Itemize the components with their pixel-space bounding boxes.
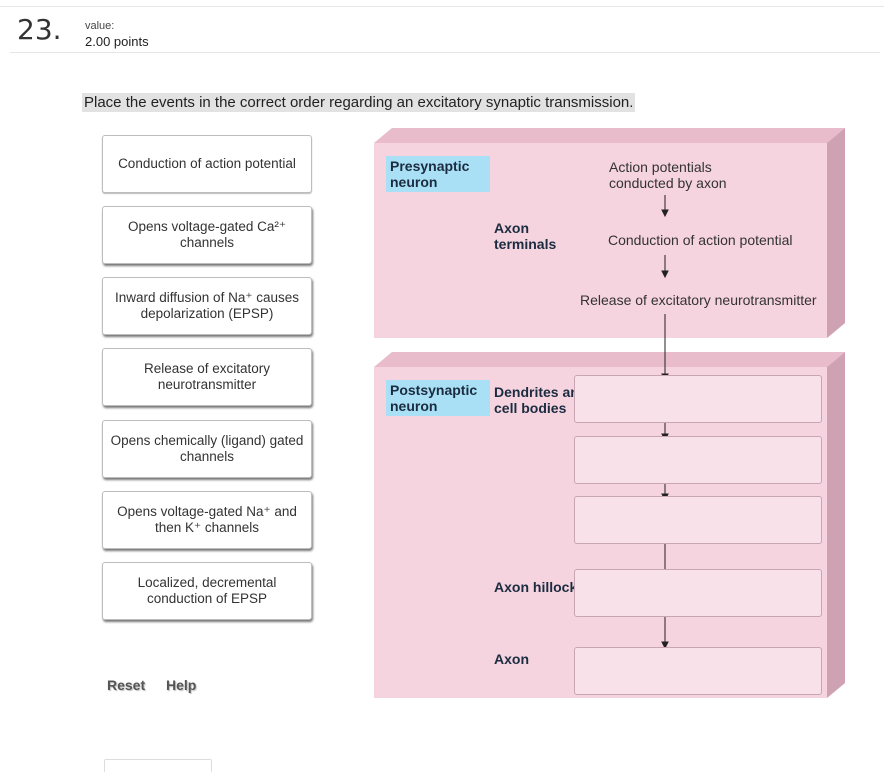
- step-release: Release of excitatory neurotransmitter: [580, 292, 817, 308]
- postsynaptic-label: Postsynaptic neuron: [386, 380, 490, 416]
- value-label: value:: [85, 20, 115, 32]
- step-conduction: Conduction of action potential: [608, 232, 793, 248]
- question-number: 23.: [17, 13, 62, 46]
- axon-hillock-label: Axon hillock: [494, 579, 578, 595]
- axon-label: Axon: [494, 651, 529, 667]
- answer-card-ligand-gated[interactable]: Opens chemically (ligand) gated channels: [102, 420, 312, 478]
- value-points: 2.00 points: [85, 34, 149, 49]
- help-button[interactable]: Help: [166, 677, 197, 693]
- dendrites-label: Dendrites and cell bodies: [494, 384, 588, 416]
- presynaptic-label: Presynaptic neuron: [386, 156, 490, 192]
- drop-slot-4[interactable]: [574, 569, 822, 617]
- drop-slot-5[interactable]: [574, 647, 822, 695]
- answer-card-inward-na[interactable]: Inward diffusion of Na⁺ causes depolariz…: [102, 277, 312, 335]
- question-prompt: Place the events in the correct order re…: [82, 93, 636, 112]
- drop-slot-1[interactable]: [574, 375, 822, 423]
- drop-slot-2[interactable]: [574, 436, 822, 484]
- presynaptic-box: [374, 128, 845, 338]
- answer-card-voltage-ca[interactable]: Opens voltage-gated Ca²⁺ channels: [102, 206, 312, 264]
- bottom-panel-edge: [104, 759, 212, 772]
- header-divider: [10, 52, 880, 53]
- drop-slot-3[interactable]: [574, 496, 822, 544]
- axon-terminals-label: Axon terminals: [494, 220, 557, 252]
- reset-button[interactable]: Reset: [107, 677, 146, 693]
- step-action-potentials: Action potentials conducted by axon: [609, 159, 727, 191]
- top-divider: [0, 6, 884, 7]
- synapse-diagram: Presynaptic neuron Axon terminals Action…: [372, 126, 850, 701]
- answer-card-release[interactable]: Release of excitatory neurotransmitter: [102, 348, 312, 406]
- answer-card-voltage-na-k[interactable]: Opens voltage-gated Na⁺ and then K⁺ chan…: [102, 491, 312, 549]
- answer-card-localized-epsp[interactable]: Localized, decremental conduction of EPS…: [102, 562, 312, 620]
- answer-card-conduction[interactable]: Conduction of action potential: [102, 135, 312, 193]
